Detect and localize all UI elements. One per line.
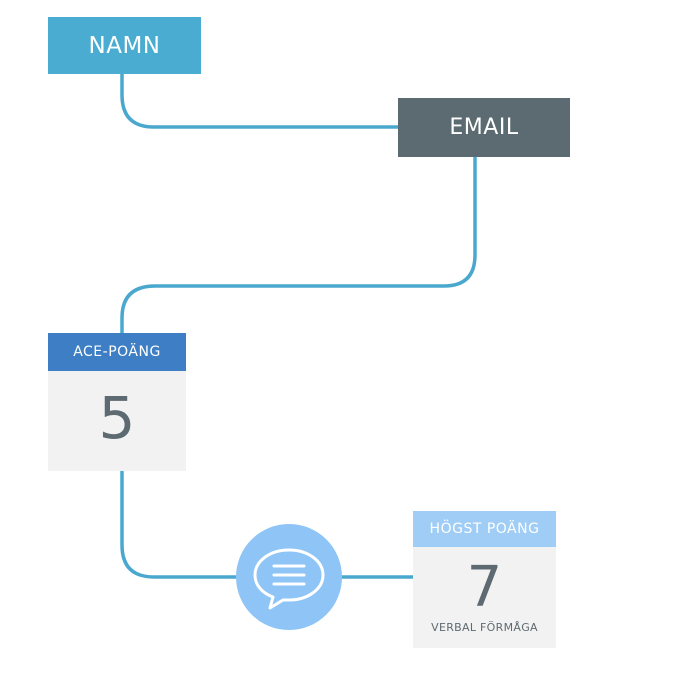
hogst-score-value: 7 bbox=[466, 555, 503, 620]
chat-bubble-icon bbox=[253, 548, 325, 610]
hogst-score-header-label: HÖGST POÄNG bbox=[429, 521, 540, 537]
chat-node bbox=[236, 524, 342, 630]
ace-score-card: ACE-POÄNG 5 bbox=[48, 333, 186, 471]
ace-score-header: ACE-POÄNG bbox=[48, 333, 186, 371]
connector-email-ace bbox=[120, 155, 477, 335]
hogst-score-header: HÖGST POÄNG bbox=[413, 511, 556, 547]
ace-score-header-label: ACE-POÄNG bbox=[73, 344, 161, 360]
namn-label: NAMN bbox=[88, 32, 161, 59]
email-node: EMAIL bbox=[398, 98, 570, 157]
connector-ace-chat bbox=[120, 469, 238, 579]
hogst-score-subtitle: VERBAL FÖRMÅGA bbox=[431, 621, 538, 634]
namn-node: NAMN bbox=[48, 17, 201, 74]
connector-namn-email bbox=[120, 72, 400, 129]
hogst-score-card: HÖGST POÄNG 7 VERBAL FÖRMÅGA bbox=[413, 511, 556, 648]
ace-score-value: 5 bbox=[98, 384, 136, 452]
email-label: EMAIL bbox=[449, 115, 519, 140]
